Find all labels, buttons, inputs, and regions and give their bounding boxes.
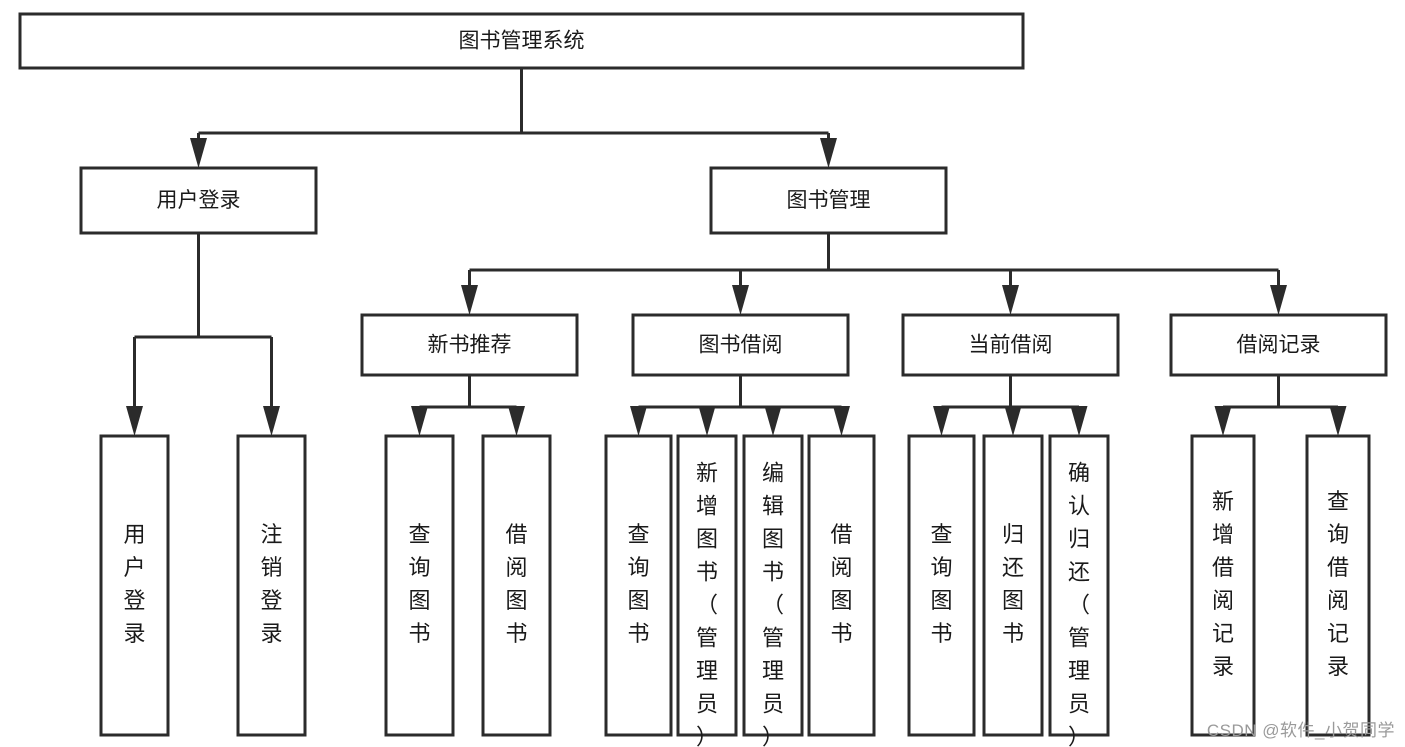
node-label: 用户登录 [157, 189, 241, 212]
node-borrow-record[interactable]: 借阅记录 [1169, 313, 1388, 377]
node-user-login[interactable]: 用户登录 [79, 166, 318, 235]
node-root[interactable]: 图书管理系统 [18, 12, 1025, 70]
node-box[interactable] [676, 434, 738, 737]
node-label: 借阅记录 [1237, 334, 1321, 357]
node-label: 当前借阅 [969, 334, 1053, 357]
node-current-borrow[interactable]: 当前借阅 [901, 313, 1120, 377]
node-box[interactable] [1305, 434, 1371, 737]
node-box[interactable] [236, 434, 307, 737]
connector-group [1214, 375, 1347, 436]
node-leaf-add-book-admin[interactable]: 新增图书（管理员） [676, 434, 738, 747]
node-new-book-rec[interactable]: 新书推荐 [360, 313, 579, 377]
node-label: 归还图书 [1002, 522, 1024, 646]
node-box[interactable] [604, 434, 673, 737]
arrow-head-icon [461, 285, 478, 315]
arrow-head-icon [1004, 406, 1022, 436]
node-label: 查询图书 [930, 522, 952, 646]
node-box[interactable] [907, 434, 976, 737]
node-box[interactable] [631, 313, 850, 377]
arrow-head-icon [630, 406, 647, 436]
arrow-head-icon [1002, 285, 1019, 315]
arrow-head-icon [1329, 406, 1347, 436]
node-leaf-query-book-borrow[interactable]: 查询图书 [604, 434, 673, 737]
node-leaf-query-borrow-record[interactable]: 查询借阅记录 [1305, 434, 1371, 737]
node-box[interactable] [742, 434, 804, 737]
node-leaf-query-book-current[interactable]: 查询图书 [907, 434, 976, 737]
node-box[interactable] [982, 434, 1044, 737]
connector-group [630, 375, 850, 436]
node-book-manage[interactable]: 图书管理 [709, 166, 948, 235]
arrow-head-icon [1214, 406, 1232, 436]
node-label: 新增借阅记录 [1212, 489, 1234, 679]
node-box[interactable] [901, 313, 1120, 377]
node-leaf-borrow-book[interactable]: 借阅图书 [807, 434, 876, 737]
node-label: 图书管理 [787, 189, 871, 212]
node-leaf-edit-book-admin[interactable]: 编辑图书（管理员） [742, 434, 804, 747]
node-box[interactable] [807, 434, 876, 737]
arrow-head-icon [1070, 406, 1088, 436]
node-label: 新增图书（管理员） [696, 460, 718, 747]
node-box[interactable] [99, 434, 170, 737]
node-label: 查询借阅记录 [1327, 489, 1349, 679]
node-leaf-user-login[interactable]: 用户登录 [99, 434, 170, 737]
node-box[interactable] [1190, 434, 1256, 737]
arrow-head-icon [126, 406, 143, 436]
arrow-head-icon [263, 406, 280, 436]
arrow-head-icon [1270, 285, 1287, 315]
node-box[interactable] [1048, 434, 1110, 737]
node-layer: 图书管理系统用户登录图书管理新书推荐图书借阅当前借阅借阅记录用户登录注销登录查询… [18, 12, 1388, 747]
node-label: 借阅图书 [830, 522, 852, 646]
arrow-head-icon [698, 406, 716, 436]
node-label: 确认归还（管理员） [1068, 460, 1090, 747]
connector-group [411, 375, 525, 436]
arrow-head-icon [508, 406, 525, 436]
node-box[interactable] [384, 434, 455, 737]
node-box[interactable] [18, 12, 1025, 70]
node-label: 编辑图书（管理员） [762, 460, 784, 747]
connector-group [933, 375, 1088, 436]
node-leaf-add-borrow-record[interactable]: 新增借阅记录 [1190, 434, 1256, 737]
watermark-text: CSDN @软件_小贺同学 [1206, 721, 1395, 740]
arrow-head-icon [820, 138, 837, 168]
node-box[interactable] [1169, 313, 1388, 377]
connector-layer [126, 68, 1347, 436]
node-book-borrow[interactable]: 图书借阅 [631, 313, 850, 377]
node-box[interactable] [79, 166, 318, 235]
arrow-head-icon [190, 138, 207, 168]
arrow-head-icon [732, 285, 749, 315]
node-leaf-confirm-return-admin[interactable]: 确认归还（管理员） [1048, 434, 1110, 747]
connector-group [190, 68, 837, 168]
node-leaf-query-book-rec[interactable]: 查询图书 [384, 434, 455, 737]
arrow-head-icon [764, 406, 782, 436]
node-label: 注销登录 [260, 522, 282, 646]
arrow-head-icon [411, 406, 428, 436]
connector-group [461, 233, 1287, 315]
node-label: 查询图书 [627, 522, 649, 646]
node-label: 查询图书 [408, 522, 430, 646]
node-label: 新书推荐 [428, 334, 512, 357]
node-box[interactable] [360, 313, 579, 377]
arrow-head-icon [933, 406, 950, 436]
arrow-head-icon [833, 406, 850, 436]
node-leaf-return-book[interactable]: 归还图书 [982, 434, 1044, 737]
connector-group [126, 233, 280, 436]
node-label: 图书借阅 [699, 334, 783, 357]
node-box[interactable] [709, 166, 948, 235]
node-label: 用户登录 [123, 522, 145, 646]
node-leaf-user-logout[interactable]: 注销登录 [236, 434, 307, 737]
node-leaf-borrow-book-rec[interactable]: 借阅图书 [481, 434, 552, 737]
node-label: 借阅图书 [505, 522, 527, 646]
node-label: 图书管理系统 [459, 30, 585, 53]
node-box[interactable] [481, 434, 552, 737]
